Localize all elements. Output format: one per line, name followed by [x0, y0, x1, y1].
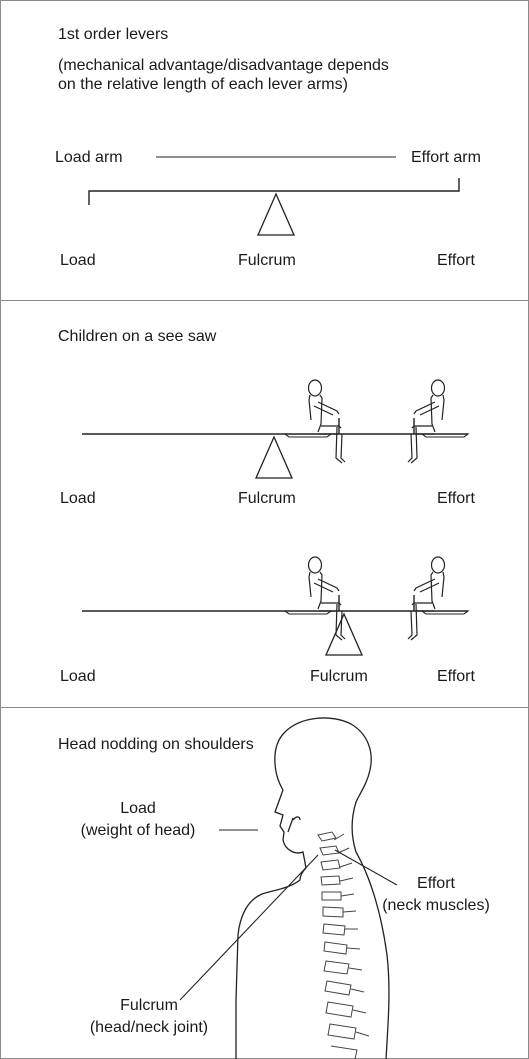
child-left-2 [284, 556, 346, 641]
panel1-subtitle-line1: (mechanical advantage/disadvantage depen… [58, 57, 389, 74]
ear-mark [293, 817, 300, 820]
seesaw2-effort-label: Effort [437, 668, 475, 685]
lever-beam [89, 178, 459, 205]
vertebrae [318, 832, 369, 1059]
seesaw2-fulcrum-label: Fulcrum [310, 668, 368, 685]
fulcrum-triangle [258, 194, 294, 235]
panel1-effort-label: Effort [437, 252, 475, 269]
fulcrum-leader [180, 855, 318, 1000]
panel1-title: 1st order levers [58, 26, 169, 43]
seesaw1-load-label: Load [60, 490, 96, 507]
seesaw2-load-label: Load [60, 668, 96, 685]
panel3-title: Head nodding on shoulders [58, 736, 254, 753]
head-spine-figure [236, 718, 389, 1059]
panel-divider-2 [0, 707, 529, 708]
seesaw-2 [82, 556, 469, 655]
panel-divider-1 [0, 300, 529, 301]
effort-label: Effort [417, 875, 455, 892]
panel1-load-label: Load [60, 252, 96, 269]
load-arm-label: Load arm [55, 149, 123, 166]
panel1-subtitle-line2: on the relative length of each lever arm… [58, 76, 348, 93]
seesaw-1-fulcrum [256, 437, 292, 478]
effort-sublabel: (neck muscles) [382, 897, 490, 914]
leader-lines [180, 830, 397, 1000]
seesaw1-effort-label: Effort [437, 490, 475, 507]
load-sublabel: (weight of head) [80, 822, 196, 839]
panel2-title: Children on a see saw [58, 328, 217, 345]
face-front-outline [236, 790, 306, 1059]
fulcrum-sublabel: (head/neck joint) [89, 1019, 209, 1036]
head-back-outline [275, 718, 389, 1059]
seesaw-2-fulcrum [326, 614, 362, 655]
panel1-lever [89, 157, 459, 235]
child-left-1 [284, 379, 346, 464]
seesaw-1 [82, 379, 469, 478]
child-right-1 [407, 379, 469, 464]
effort-leader [335, 850, 397, 885]
panel1-fulcrum-label: Fulcrum [238, 252, 296, 269]
child-right-2 [407, 556, 469, 641]
jaw-mark [288, 818, 293, 832]
seesaw1-fulcrum-label: Fulcrum [238, 490, 296, 507]
effort-arm-label: Effort arm [411, 149, 481, 166]
load-label: Load [120, 800, 156, 817]
fulcrum-label: Fulcrum [120, 997, 178, 1014]
